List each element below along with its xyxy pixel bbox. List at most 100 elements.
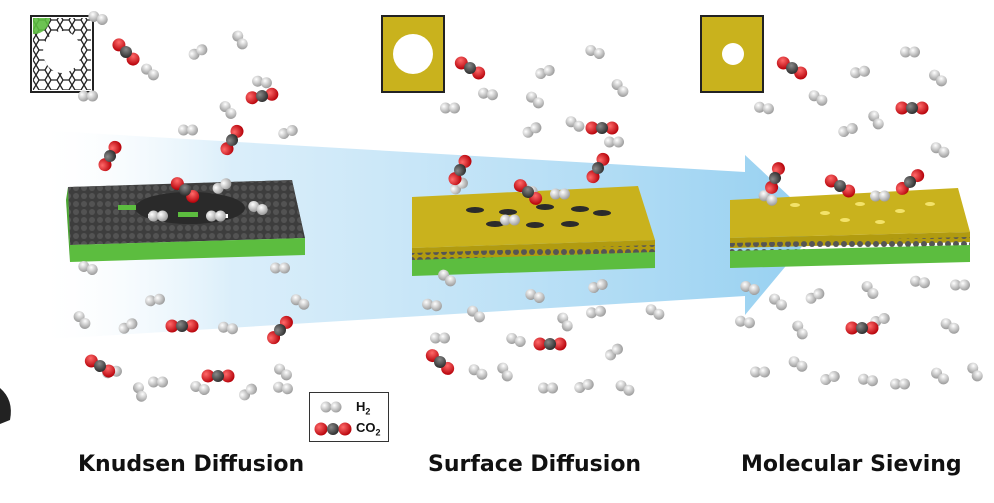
h2-molecule <box>422 298 442 312</box>
co2-molecule <box>201 369 235 383</box>
h2-molecule <box>838 122 858 138</box>
h2-molecule <box>950 279 970 291</box>
sieving-membrane <box>730 188 970 268</box>
h2-molecule <box>910 275 930 289</box>
h2-molecule <box>273 381 293 395</box>
co2-molecule <box>267 315 293 345</box>
h2-molecule <box>212 178 232 194</box>
co2-legend-icon <box>314 422 352 436</box>
caption-surface-diffusion: Surface Diffusion <box>428 452 642 477</box>
co2-molecule <box>895 101 929 115</box>
co2-molecule <box>220 124 244 156</box>
h2-molecule <box>145 293 165 307</box>
h2-molecule <box>538 382 558 394</box>
h2-molecule <box>929 69 947 87</box>
co2-molecule <box>165 319 199 333</box>
h2-molecule <box>930 142 950 158</box>
h2-molecule <box>820 370 840 386</box>
h2-molecule <box>467 305 485 323</box>
h2-molecule <box>808 90 828 106</box>
h2-molecule <box>850 65 870 79</box>
h2-molecule <box>188 44 208 60</box>
co2-molecule <box>448 154 472 186</box>
h2-molecule <box>148 210 168 222</box>
co2-molecule <box>513 179 543 205</box>
h2-molecule <box>900 46 920 58</box>
left-bracket-mark <box>0 388 11 424</box>
co2-molecule <box>845 321 879 335</box>
co2-molecule <box>586 152 610 184</box>
h2-molecule <box>585 44 605 60</box>
h2-molecule <box>769 293 787 311</box>
h2-molecule <box>858 373 878 387</box>
h2-molecule <box>550 188 570 200</box>
co2-molecule <box>765 162 785 194</box>
h2-molecule <box>535 64 555 80</box>
h2-molecule <box>232 30 248 50</box>
h2-molecule <box>792 320 808 340</box>
h2-molecule <box>478 87 498 101</box>
co2-legend-label: CO2 <box>356 420 381 438</box>
h2-molecule <box>218 321 238 335</box>
h2-legend-label: H2 <box>356 399 371 417</box>
molecules-layer <box>73 10 983 402</box>
h2-molecule <box>586 305 606 319</box>
h2-molecule <box>526 91 544 109</box>
co2-molecule <box>895 169 925 195</box>
h2-molecule <box>645 304 665 320</box>
h2-molecule <box>141 63 159 81</box>
h2-molecule <box>88 10 108 26</box>
h2-molecule <box>270 262 290 274</box>
h2-molecule <box>497 362 513 382</box>
h2-molecule <box>615 380 635 396</box>
h2-molecule <box>890 378 910 390</box>
caption-molecular-sieving: Molecular Sieving <box>741 452 962 477</box>
h2-molecule <box>190 380 210 396</box>
h2-molecule <box>870 190 890 202</box>
graphene-pore-icon <box>30 15 94 93</box>
small-pore-icon <box>700 15 764 93</box>
h2-molecule <box>438 269 456 287</box>
co2-molecule <box>425 349 455 375</box>
h2-molecule <box>525 288 545 304</box>
h2-molecule <box>178 124 198 136</box>
h2-legend-icon <box>320 401 342 413</box>
co2-molecule <box>170 177 200 203</box>
h2-molecule <box>132 382 148 402</box>
h2-molecule <box>740 280 760 296</box>
h2-molecule <box>73 311 91 329</box>
h2-molecule <box>440 102 460 114</box>
h2-molecule <box>758 190 778 206</box>
h2-molecule <box>735 315 755 329</box>
h2-molecule <box>868 110 884 130</box>
co2-molecule <box>245 87 279 105</box>
h2-molecule <box>290 294 310 310</box>
h2-molecule <box>931 367 949 385</box>
h2-molecule <box>278 124 298 140</box>
h2-molecule <box>940 318 960 334</box>
legend: H2 CO2 <box>309 392 389 442</box>
h2-molecule <box>805 288 825 304</box>
large-pore-icon <box>381 15 445 93</box>
h2-molecule <box>605 343 623 361</box>
h2-molecule <box>522 122 542 138</box>
h2-molecule <box>430 332 450 344</box>
h2-molecule <box>861 281 879 299</box>
h2-molecule <box>78 260 98 276</box>
co2-molecule <box>776 56 808 80</box>
h2-molecule <box>750 366 770 378</box>
co2-molecule <box>98 140 122 172</box>
co2-molecule <box>585 121 619 135</box>
h2-molecule <box>274 363 292 381</box>
h2-molecule <box>604 136 624 148</box>
co2-molecule <box>533 337 567 351</box>
h2-molecule <box>506 332 526 348</box>
h2-molecule <box>574 378 594 394</box>
h2-molecule <box>239 383 257 401</box>
h2-molecule <box>206 210 226 222</box>
h2-molecule <box>500 214 520 226</box>
h2-molecule <box>754 101 774 115</box>
co2-molecule <box>454 56 486 80</box>
h2-molecule <box>252 75 272 89</box>
